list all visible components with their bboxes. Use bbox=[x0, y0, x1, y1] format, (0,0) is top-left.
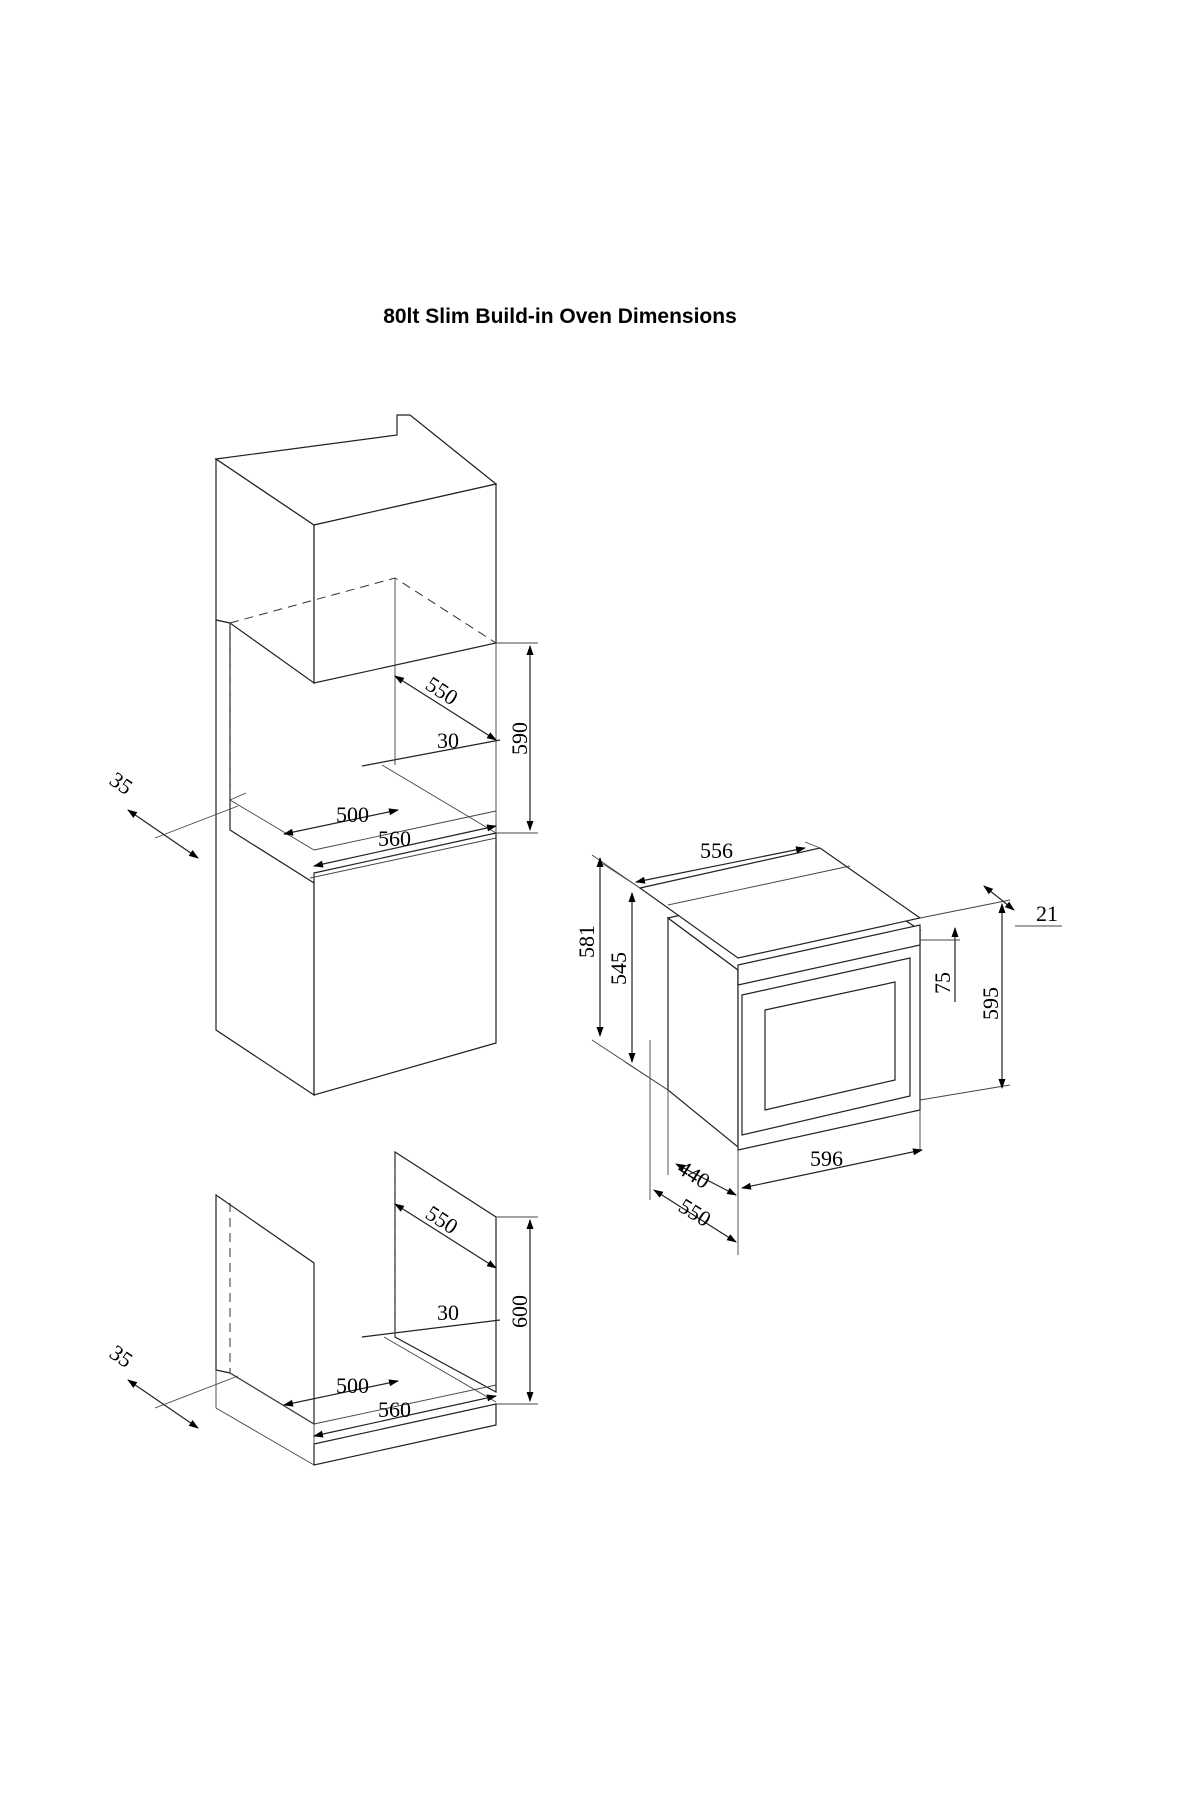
tall-height-label: 590 bbox=[507, 722, 532, 755]
oven-panel-height-label: 75 bbox=[930, 972, 955, 994]
oven-depth-body-label: 440 bbox=[673, 1155, 714, 1194]
base-cabinet-right-panel bbox=[394, 1150, 497, 1394]
oven-window bbox=[764, 981, 896, 1111]
oven-control-panel bbox=[737, 924, 921, 986]
oven: 556 581 545 21 75 595 596 440 bbox=[574, 838, 1062, 1255]
base-width-inner-label: 500 bbox=[336, 1373, 369, 1398]
tall-cabinet: 550 30 590 35 500 560 bbox=[105, 414, 538, 1097]
oven-height-body-label: 581 bbox=[574, 925, 599, 958]
tall-depth-inner-label: 550 bbox=[421, 671, 462, 710]
oven-height-cavity-label: 545 bbox=[606, 952, 631, 985]
tall-cabinet-lower-side bbox=[215, 619, 315, 1097]
tall-width-inner-label: 500 bbox=[336, 802, 369, 827]
tall-width-outer-label: 560 bbox=[378, 826, 411, 851]
base-gap-label: 30 bbox=[437, 1300, 459, 1325]
oven-panel-depth-label: 21 bbox=[1036, 901, 1058, 926]
base-cabinet: 550 30 600 35 500 560 bbox=[105, 1150, 538, 1466]
oven-depth-total-label: 550 bbox=[674, 1193, 715, 1232]
tall-offset-label: 35 bbox=[105, 767, 137, 800]
base-cabinet-left-panel bbox=[215, 1193, 315, 1426]
tall-cabinet-lower-front bbox=[313, 832, 497, 1096]
base-height-label: 600 bbox=[507, 1295, 532, 1328]
oven-height-total-label: 595 bbox=[978, 987, 1003, 1020]
base-width-outer-label: 560 bbox=[378, 1397, 411, 1422]
oven-width-front-label: 596 bbox=[810, 1146, 843, 1171]
base-offset-label: 35 bbox=[105, 1340, 137, 1373]
oven-width-top-label: 556 bbox=[700, 838, 733, 863]
tall-gap-label: 30 bbox=[437, 728, 459, 753]
diagram-title: 80lt Slim Build-in Oven Dimensions bbox=[383, 305, 737, 328]
